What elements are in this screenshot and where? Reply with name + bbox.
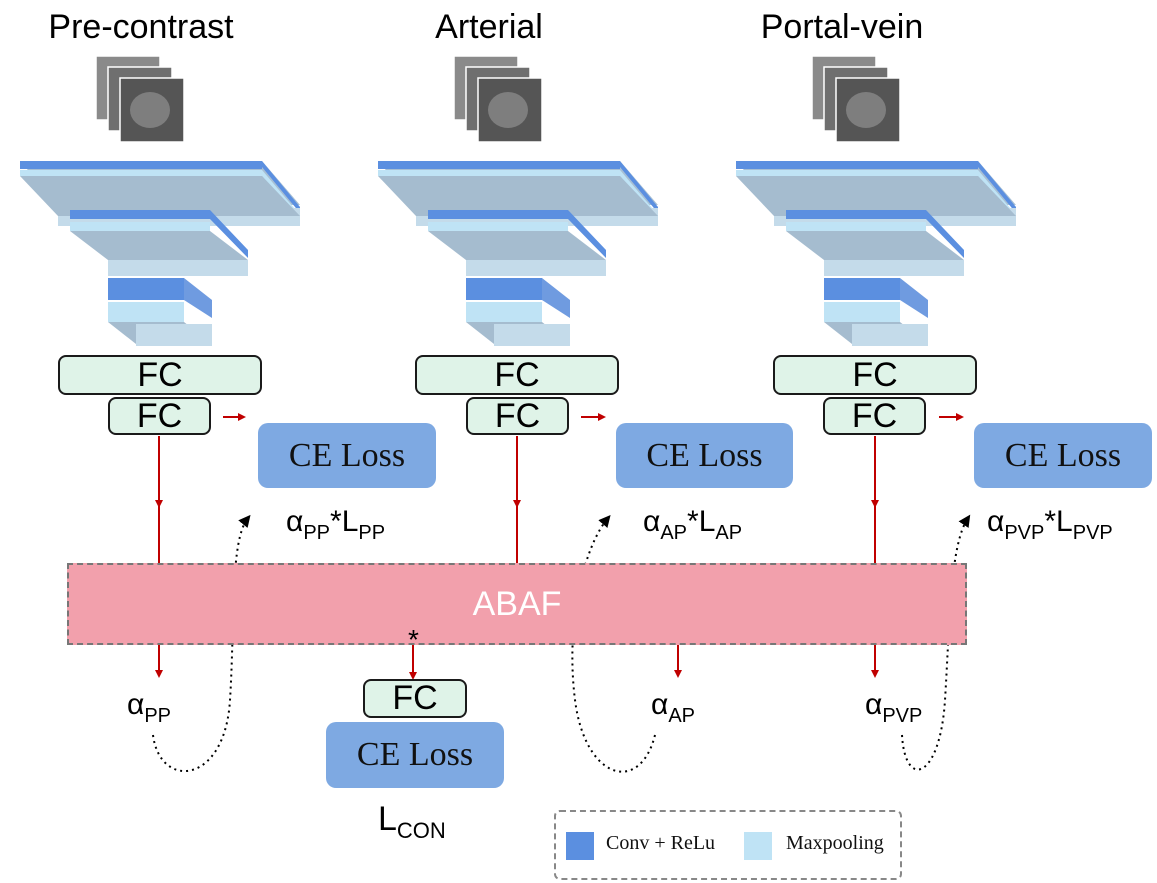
encoder-portal-vein-large-pool-face bbox=[736, 170, 978, 176]
fc-layer-fusion: FC bbox=[363, 679, 467, 718]
encoder-portal-vein-mid-conv-edge bbox=[926, 210, 964, 258]
fc-layer-2-portal-vein: FC bbox=[823, 397, 926, 435]
encoder-arterial-mid-slab bbox=[428, 231, 606, 260]
l-con-label: LCON bbox=[378, 800, 446, 843]
fc-layer-1-arterial: FC bbox=[415, 355, 619, 395]
encoder-arterial-small-base bbox=[494, 324, 570, 346]
encoder-portal-vein-image-organ bbox=[846, 92, 886, 128]
encoder-arterial-large-conv-face bbox=[378, 161, 620, 169]
legend-label-pool: Maxpooling bbox=[786, 832, 884, 854]
abaf-fusion-block: ABAF bbox=[67, 563, 967, 645]
encoder-arterial-image-organ bbox=[488, 92, 528, 128]
alpha-pvp-feedback-arrow bbox=[901, 514, 971, 771]
encoder-pre-contrast-mid-conv-face bbox=[70, 210, 210, 219]
encoder-pre-contrast-large-conv-face bbox=[20, 161, 262, 169]
encoder-pre-contrast-small-conv-edge bbox=[184, 278, 212, 318]
fusion-star: * bbox=[408, 624, 419, 655]
weighted-loss-pvp: αPVP*LPVP bbox=[987, 505, 1113, 544]
encoder-pre-contrast-small-pool-face bbox=[108, 302, 184, 322]
alpha-pvp: αPVP bbox=[865, 688, 923, 727]
alpha-ap-feedback-arrow bbox=[571, 514, 656, 773]
encoder-portal-vein-large-slab bbox=[736, 176, 1016, 216]
encoder-pre-contrast-mid-slab bbox=[70, 231, 248, 260]
encoder-arterial-small-conv-face bbox=[466, 278, 542, 300]
encoder-pre-contrast-small-base bbox=[136, 324, 212, 346]
encoder-portal-vein-mid-conv-face bbox=[786, 210, 926, 219]
encoder-arterial-large-pool-face bbox=[378, 170, 620, 176]
encoder-arterial-large-slab bbox=[378, 176, 658, 216]
alpha-pp: αPP bbox=[127, 688, 172, 727]
weighted-loss-ap: αAP*LAP bbox=[643, 505, 743, 544]
ce-loss-arterial: CE Loss bbox=[616, 423, 793, 488]
fc-layer-1-portal-vein: FC bbox=[773, 355, 977, 395]
encoder-arterial-small-conv-edge bbox=[542, 278, 570, 318]
encoder-arterial-mid-conv-face bbox=[428, 210, 568, 219]
encoder-pre-contrast-mid-conv-edge bbox=[210, 210, 248, 258]
encoder-portal-vein-small-conv-edge bbox=[900, 278, 928, 318]
encoder-portal-vein-small-conv-face bbox=[824, 278, 900, 300]
fc-layer-2-arterial: FC bbox=[466, 397, 569, 435]
legend-swatch-conv bbox=[566, 832, 594, 860]
fc-layer-2-pre-contrast: FC bbox=[108, 397, 211, 435]
encoder-portal-vein-mid-slab bbox=[786, 231, 964, 260]
encoder-portal-vein-small-base bbox=[852, 324, 928, 346]
encoder-portal-vein-mid-base bbox=[824, 260, 964, 276]
encoder-pre-contrast-mid-base bbox=[108, 260, 248, 276]
encoder-arterial-mid-conv-edge bbox=[568, 210, 606, 258]
encoder-pre-contrast-large-pool-face bbox=[20, 170, 262, 176]
alpha-ap: αAP bbox=[651, 688, 696, 727]
ce-loss-fusion: CE Loss bbox=[326, 722, 504, 788]
legend-label-conv: Conv + ReLu bbox=[606, 832, 716, 854]
fc-layer-1-pre-contrast: FC bbox=[58, 355, 262, 395]
legend-swatch-pool bbox=[744, 832, 772, 860]
encoder-arterial-mid-base bbox=[466, 260, 606, 276]
encoder-arterial-mid-pool-face bbox=[428, 222, 568, 231]
title-portal-vein: Portal-vein bbox=[760, 8, 924, 46]
encoder-pre-contrast-small-conv-face bbox=[108, 278, 184, 300]
title-arterial: Arterial bbox=[435, 8, 543, 46]
encoder-portal-vein-small-pool-face bbox=[824, 302, 900, 322]
encoder-pre-contrast-image-organ bbox=[130, 92, 170, 128]
encoder-portal-vein-large-conv-face bbox=[736, 161, 978, 169]
title-pre-contrast: Pre-contrast bbox=[48, 8, 234, 46]
encoder-pre-contrast-mid-pool-face bbox=[70, 222, 210, 231]
weighted-loss-pp: αPP*LPP bbox=[286, 505, 386, 544]
encoder-portal-vein-mid-pool-face bbox=[786, 222, 926, 231]
alpha-pp-feedback-arrow bbox=[152, 514, 251, 772]
legend: Conv + ReLu Maxpooling bbox=[554, 810, 902, 880]
encoder-pre-contrast-large-slab bbox=[20, 176, 300, 216]
ce-loss-portal-vein: CE Loss bbox=[974, 423, 1152, 488]
encoder-arterial-small-pool-face bbox=[466, 302, 542, 322]
ce-loss-pre-contrast: CE Loss bbox=[258, 423, 436, 488]
